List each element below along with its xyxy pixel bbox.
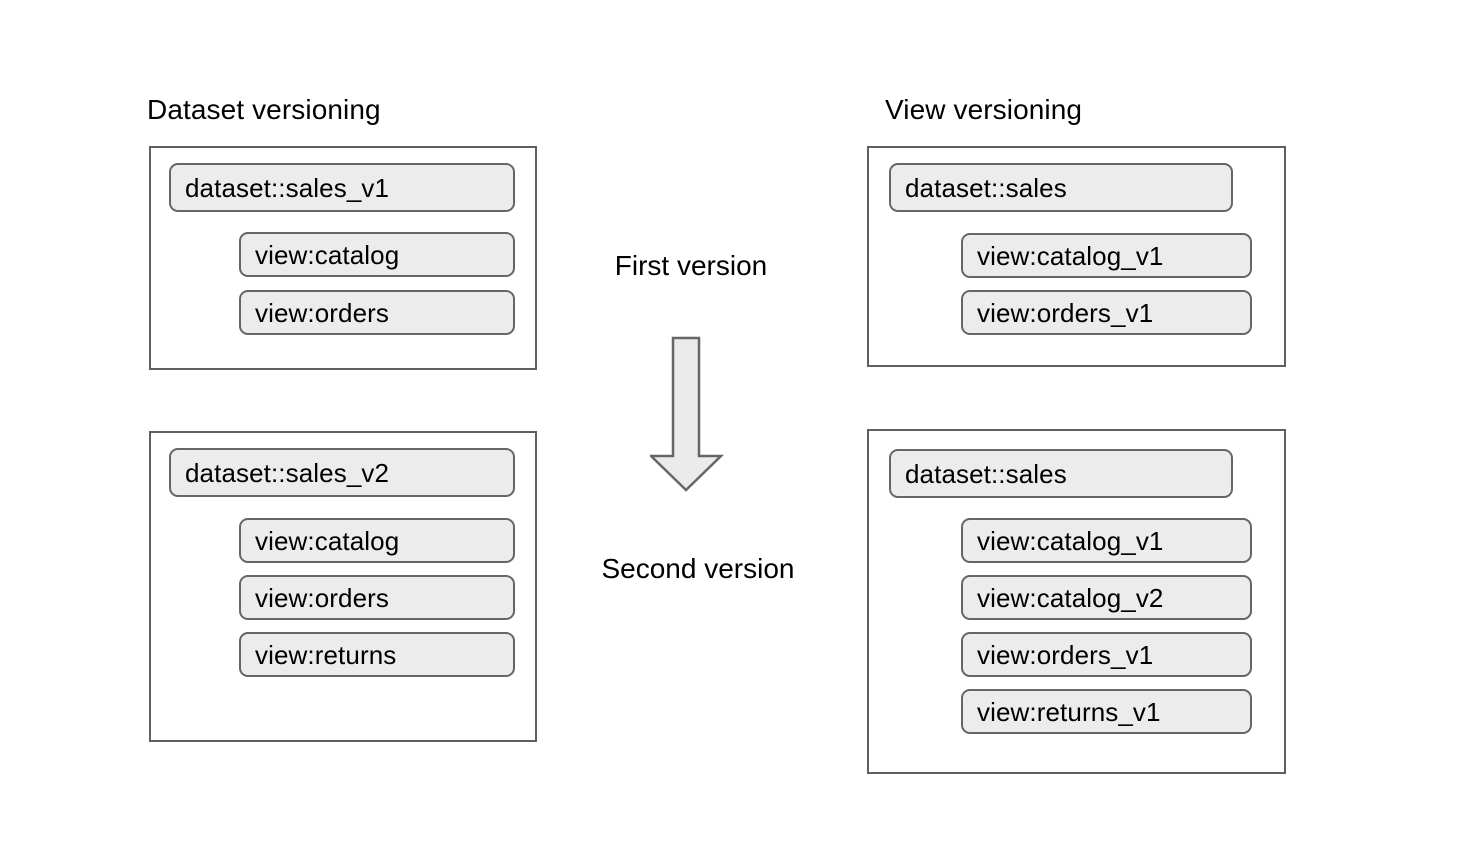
view-pill[interactable]: view:catalog_v1 [961,518,1252,563]
dataset-pill[interactable]: dataset::sales [889,449,1233,498]
stage-label-first-version: First version [614,250,768,281]
view-pill[interactable]: view:orders [239,290,515,335]
view-pill[interactable]: view:returns_v1 [961,689,1252,734]
view-pill[interactable]: view:returns [239,632,515,677]
view-pill[interactable]: view:catalog [239,232,515,277]
view-pill[interactable]: view:orders_v1 [961,632,1252,677]
dataset-pill[interactable]: dataset::sales [889,163,1233,212]
dataset-pill[interactable]: dataset::sales_v2 [169,448,515,497]
panel-dataset-versioning-second: dataset::sales_v2 view:catalog view:orde… [149,431,537,742]
panel-view-versioning-second: dataset::sales view:catalog_v1 view:cata… [867,429,1286,774]
column-title-view-versioning: View versioning [885,94,1083,125]
down-arrow-icon [650,336,725,492]
dataset-pill[interactable]: dataset::sales_v1 [169,163,515,212]
view-pill[interactable]: view:catalog_v2 [961,575,1252,620]
view-pill[interactable]: view:catalog [239,518,515,563]
column-title-dataset-versioning: Dataset versioning [147,94,381,125]
view-pill[interactable]: view:catalog_v1 [961,233,1252,278]
view-pill[interactable]: view:orders_v1 [961,290,1252,335]
view-pill[interactable]: view:orders [239,575,515,620]
stage-label-second-version: Second version [601,553,795,584]
panel-view-versioning-first: dataset::sales view:catalog_v1 view:orde… [867,146,1286,367]
panel-dataset-versioning-first: dataset::sales_v1 view:catalog view:orde… [149,146,537,370]
